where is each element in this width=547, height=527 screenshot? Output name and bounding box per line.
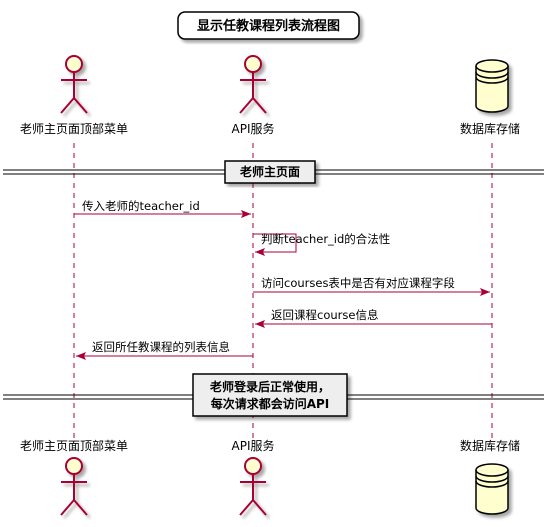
message-label: 返回所任教课程的列表信息 [92, 340, 230, 354]
database-icon [475, 59, 509, 113]
participant-label: 老师主页面顶部菜单 [20, 121, 128, 136]
participant-api-top: API服务 [232, 55, 275, 136]
actor-icon [60, 55, 88, 114]
arrowhead [241, 210, 251, 218]
message-label: 传入老师的teacher_id [82, 199, 200, 213]
title-box [177, 11, 360, 40]
message-label: 判断teacher_id的合法性 [261, 232, 390, 246]
message-label: 访问courses表中是否有对应课程字段 [261, 276, 455, 290]
divider-text-line-1: 老师登录后正常使用， [210, 379, 330, 394]
divider-box [192, 373, 348, 417]
actor-icon [60, 457, 88, 516]
divider-bottom: 老师登录后正常使用， 每次请求都会访问API [3, 373, 544, 417]
arrowhead [76, 352, 86, 360]
divider-top: 老师主页面 [3, 160, 544, 184]
message-2-self: 判断teacher_id的合法性 [253, 232, 390, 256]
arrowhead [255, 320, 265, 328]
database-icon [475, 463, 509, 515]
divider-box [224, 160, 316, 184]
divider-text-line-2: 每次请求都会访问API [211, 396, 330, 411]
actor-icon [239, 457, 267, 516]
message-label: 返回课程course信息 [271, 308, 378, 322]
message-3: 访问courses表中是否有对应课程字段 [253, 276, 490, 296]
arrowhead [255, 248, 265, 256]
participant-label: 数据库存储 [460, 121, 520, 136]
message-arrow-line [253, 233, 297, 253]
participant-db-top: 数据库存储 [460, 59, 520, 136]
actor-icon [239, 55, 267, 114]
message-5: 返回所任教课程的列表信息 [76, 340, 253, 360]
diagram-title: 显示任教课程列表流程图 [177, 11, 360, 40]
message-4: 返回课程course信息 [255, 308, 492, 328]
participant-label: API服务 [232, 438, 275, 453]
participant-db-bottom: 数据库存储 [460, 438, 520, 515]
participant-teacher-menu-bottom: 老师主页面顶部菜单 [20, 438, 128, 516]
participant-api-bottom: API服务 [232, 438, 275, 516]
participant-teacher-menu-top: 老师主页面顶部菜单 [20, 55, 128, 136]
participant-label: 数据库存储 [460, 438, 520, 453]
message-1: 传入老师的teacher_id [74, 199, 251, 218]
participant-label: API服务 [232, 121, 275, 136]
title-text: 显示任教课程列表流程图 [197, 18, 340, 34]
arrowhead [480, 288, 490, 296]
divider-text: 老师主页面 [240, 164, 300, 179]
participant-label: 老师主页面顶部菜单 [20, 438, 128, 453]
